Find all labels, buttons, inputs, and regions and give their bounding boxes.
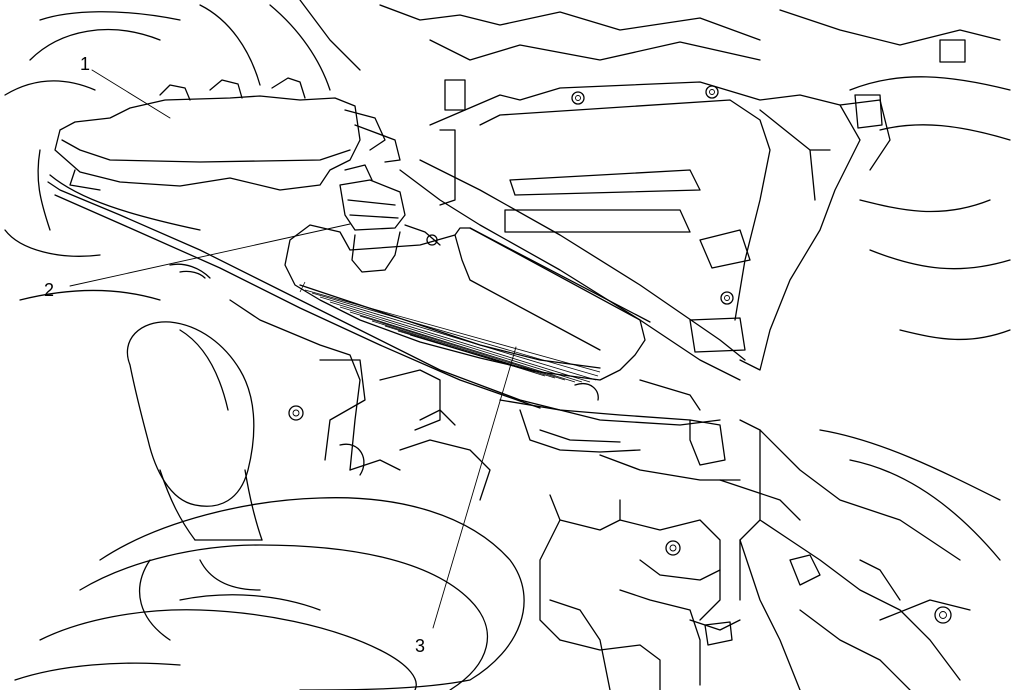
mounting-bracket	[288, 79, 952, 624]
callout-labels: 1 2 3	[44, 54, 425, 656]
leader-line-2	[69, 223, 351, 287]
dashboard-background	[4, 0, 1011, 561]
callout-label-3: 3	[415, 636, 425, 656]
leader-line-3	[432, 346, 517, 629]
electrical-connector	[339, 164, 441, 273]
lower-console	[229, 299, 971, 690]
diagonal-trim-strip	[47, 159, 746, 426]
callout-leaders	[69, 69, 517, 629]
control-module	[284, 224, 651, 383]
callout-label-1: 1	[80, 54, 90, 74]
gear-shifter	[126, 321, 263, 541]
leader-line-1	[91, 69, 171, 119]
callout-label-2: 2	[44, 280, 54, 300]
upper-panel-housing	[49, 77, 401, 231]
shifter-boot	[14, 497, 525, 690]
